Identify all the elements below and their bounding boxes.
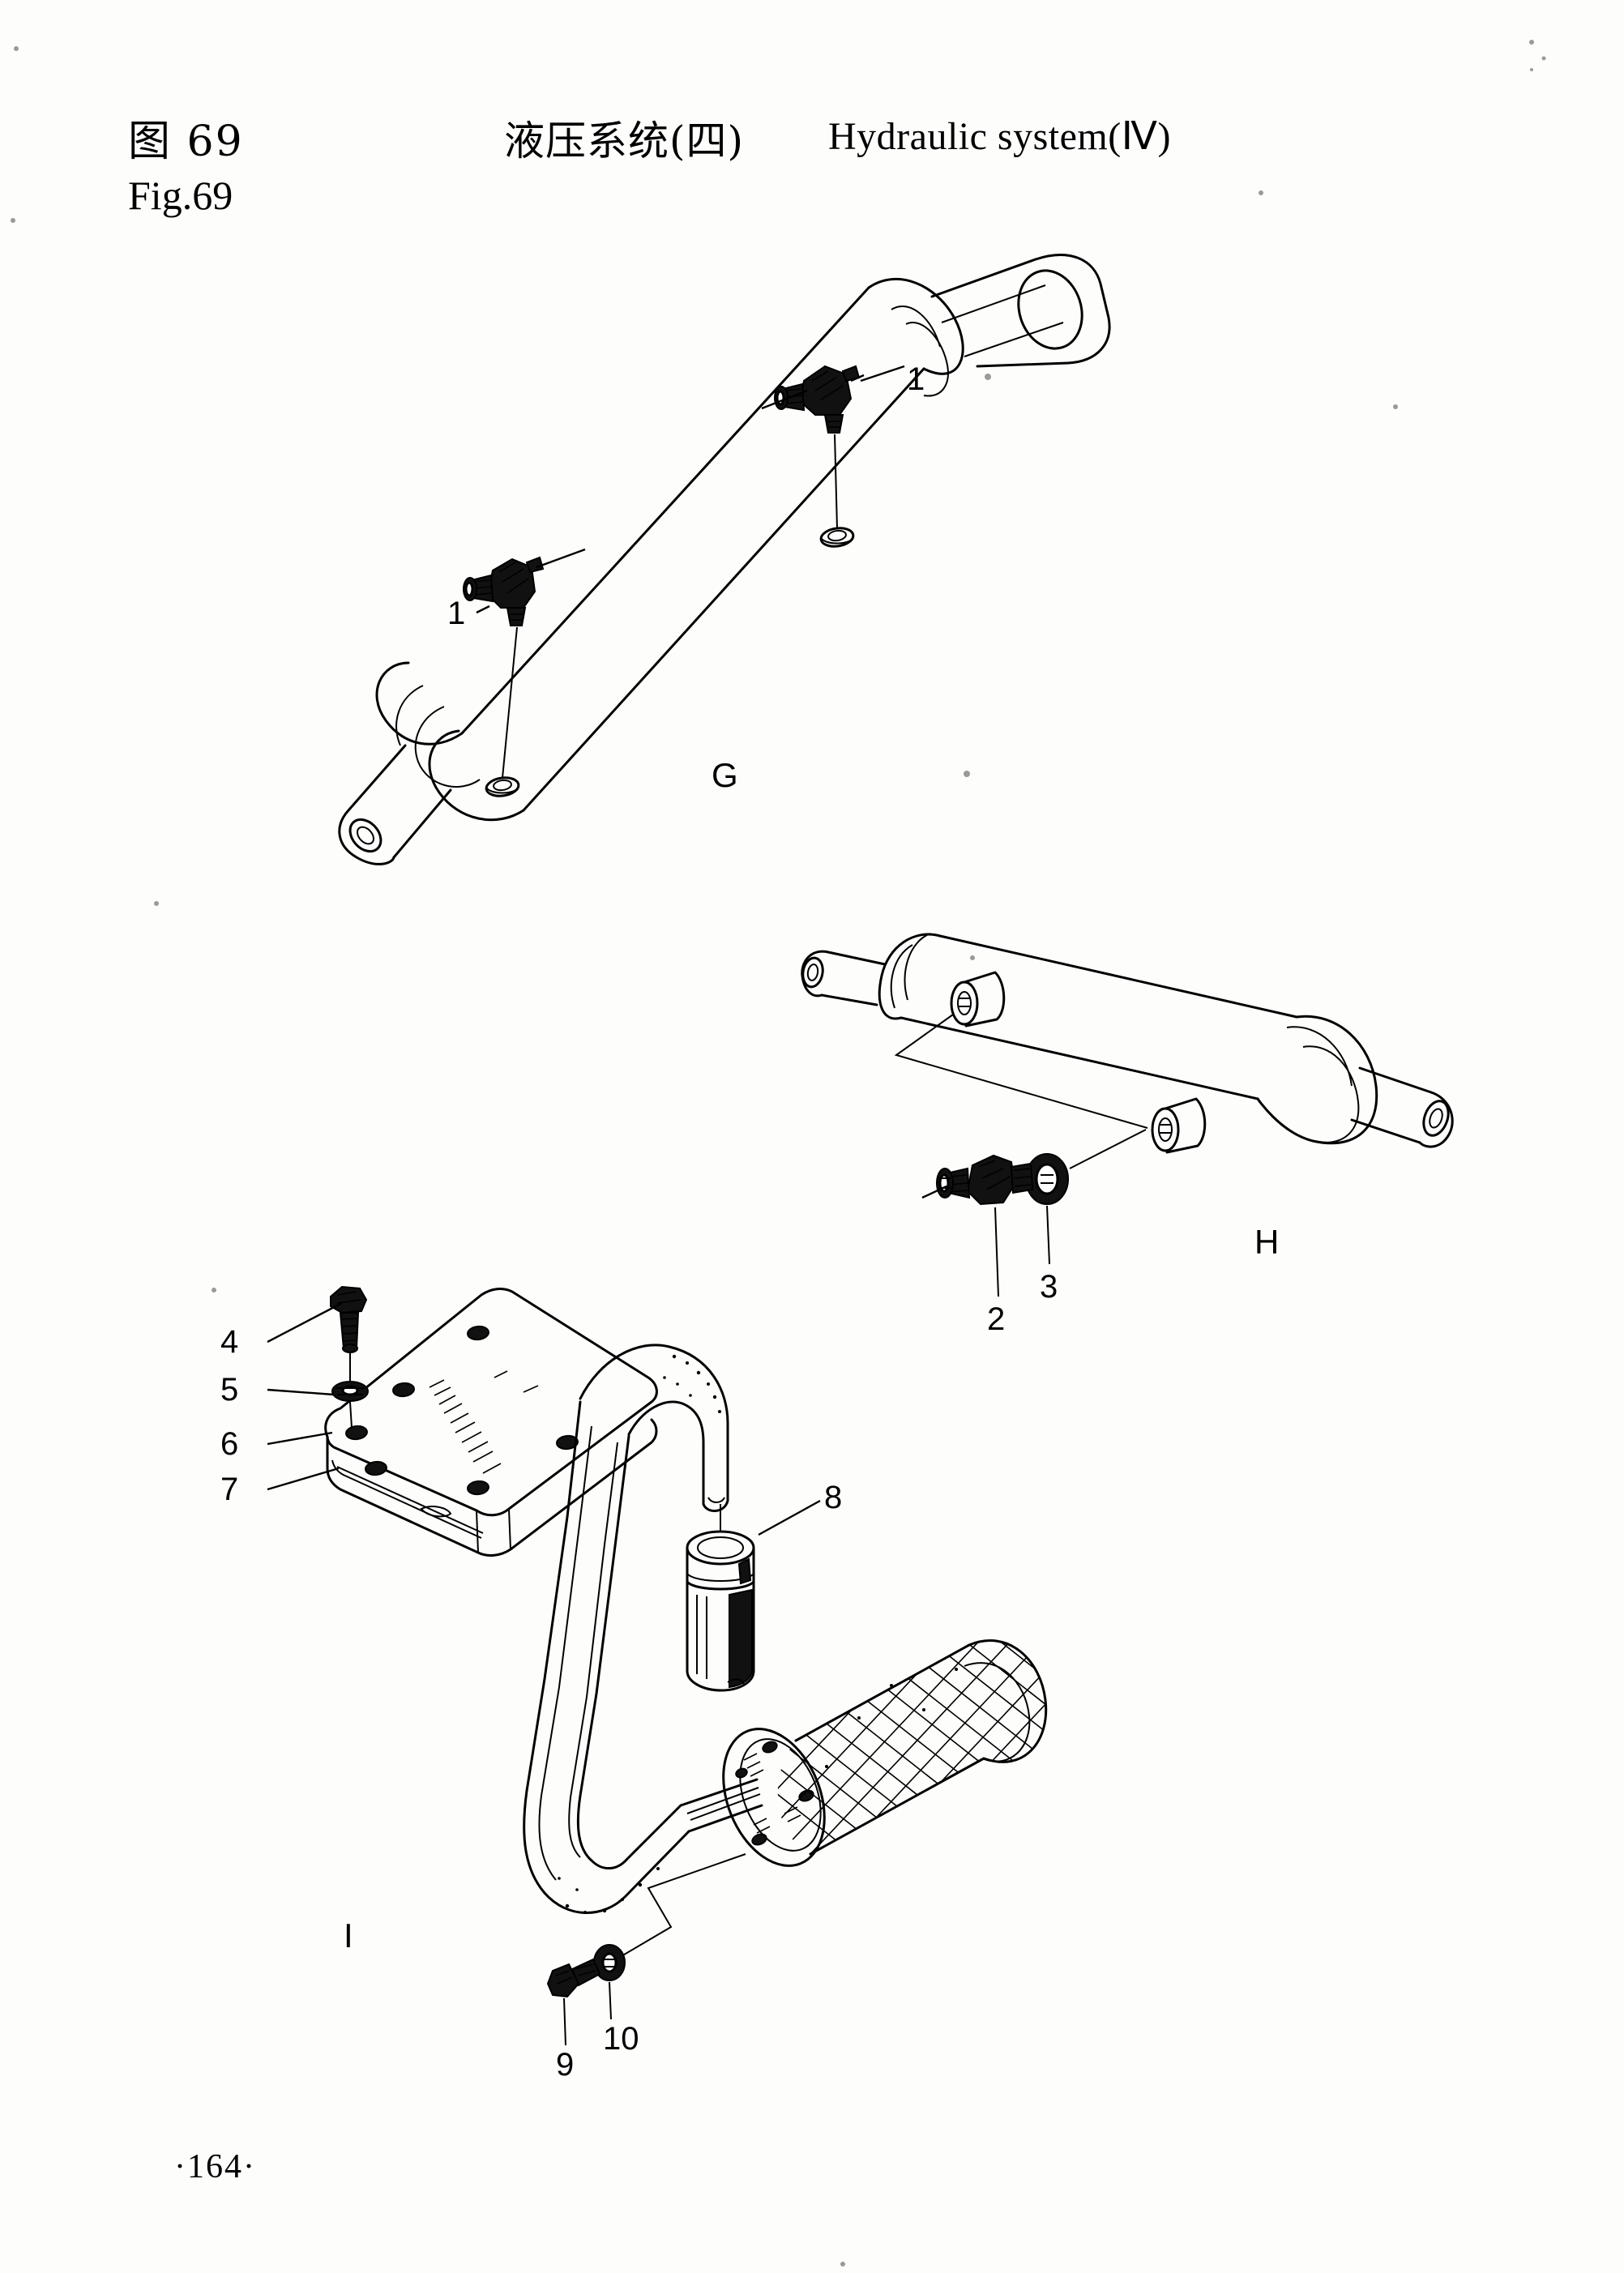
callout-4: 4 bbox=[220, 1324, 239, 1360]
callout-6: 6 bbox=[220, 1426, 239, 1462]
figure-label-chinese: 图 69 bbox=[128, 117, 244, 166]
group-label-h: H bbox=[1254, 1223, 1280, 1261]
callout-3: 3 bbox=[1040, 1269, 1058, 1305]
callout-10: 10 bbox=[603, 2021, 639, 2057]
callout-1-upper: 1 bbox=[907, 361, 925, 397]
callout-9: 9 bbox=[556, 2047, 575, 2083]
page-number: ·164· bbox=[174, 2148, 256, 2185]
callout-2: 2 bbox=[987, 1301, 1006, 1337]
callout-5: 5 bbox=[220, 1372, 239, 1408]
callout-1-lower: 1 bbox=[447, 596, 466, 631]
figure-title-english: Hydraulic system(Ⅳ) bbox=[828, 115, 1172, 158]
group-label-i: I bbox=[344, 1916, 353, 1955]
callout-8: 8 bbox=[824, 1480, 843, 1515]
figure-title-chinese: 液压系统(四) bbox=[504, 117, 745, 164]
callout-7: 7 bbox=[220, 1472, 239, 1507]
figure-label-english: Fig.69 bbox=[128, 173, 233, 218]
group-label-g: G bbox=[712, 756, 738, 794]
